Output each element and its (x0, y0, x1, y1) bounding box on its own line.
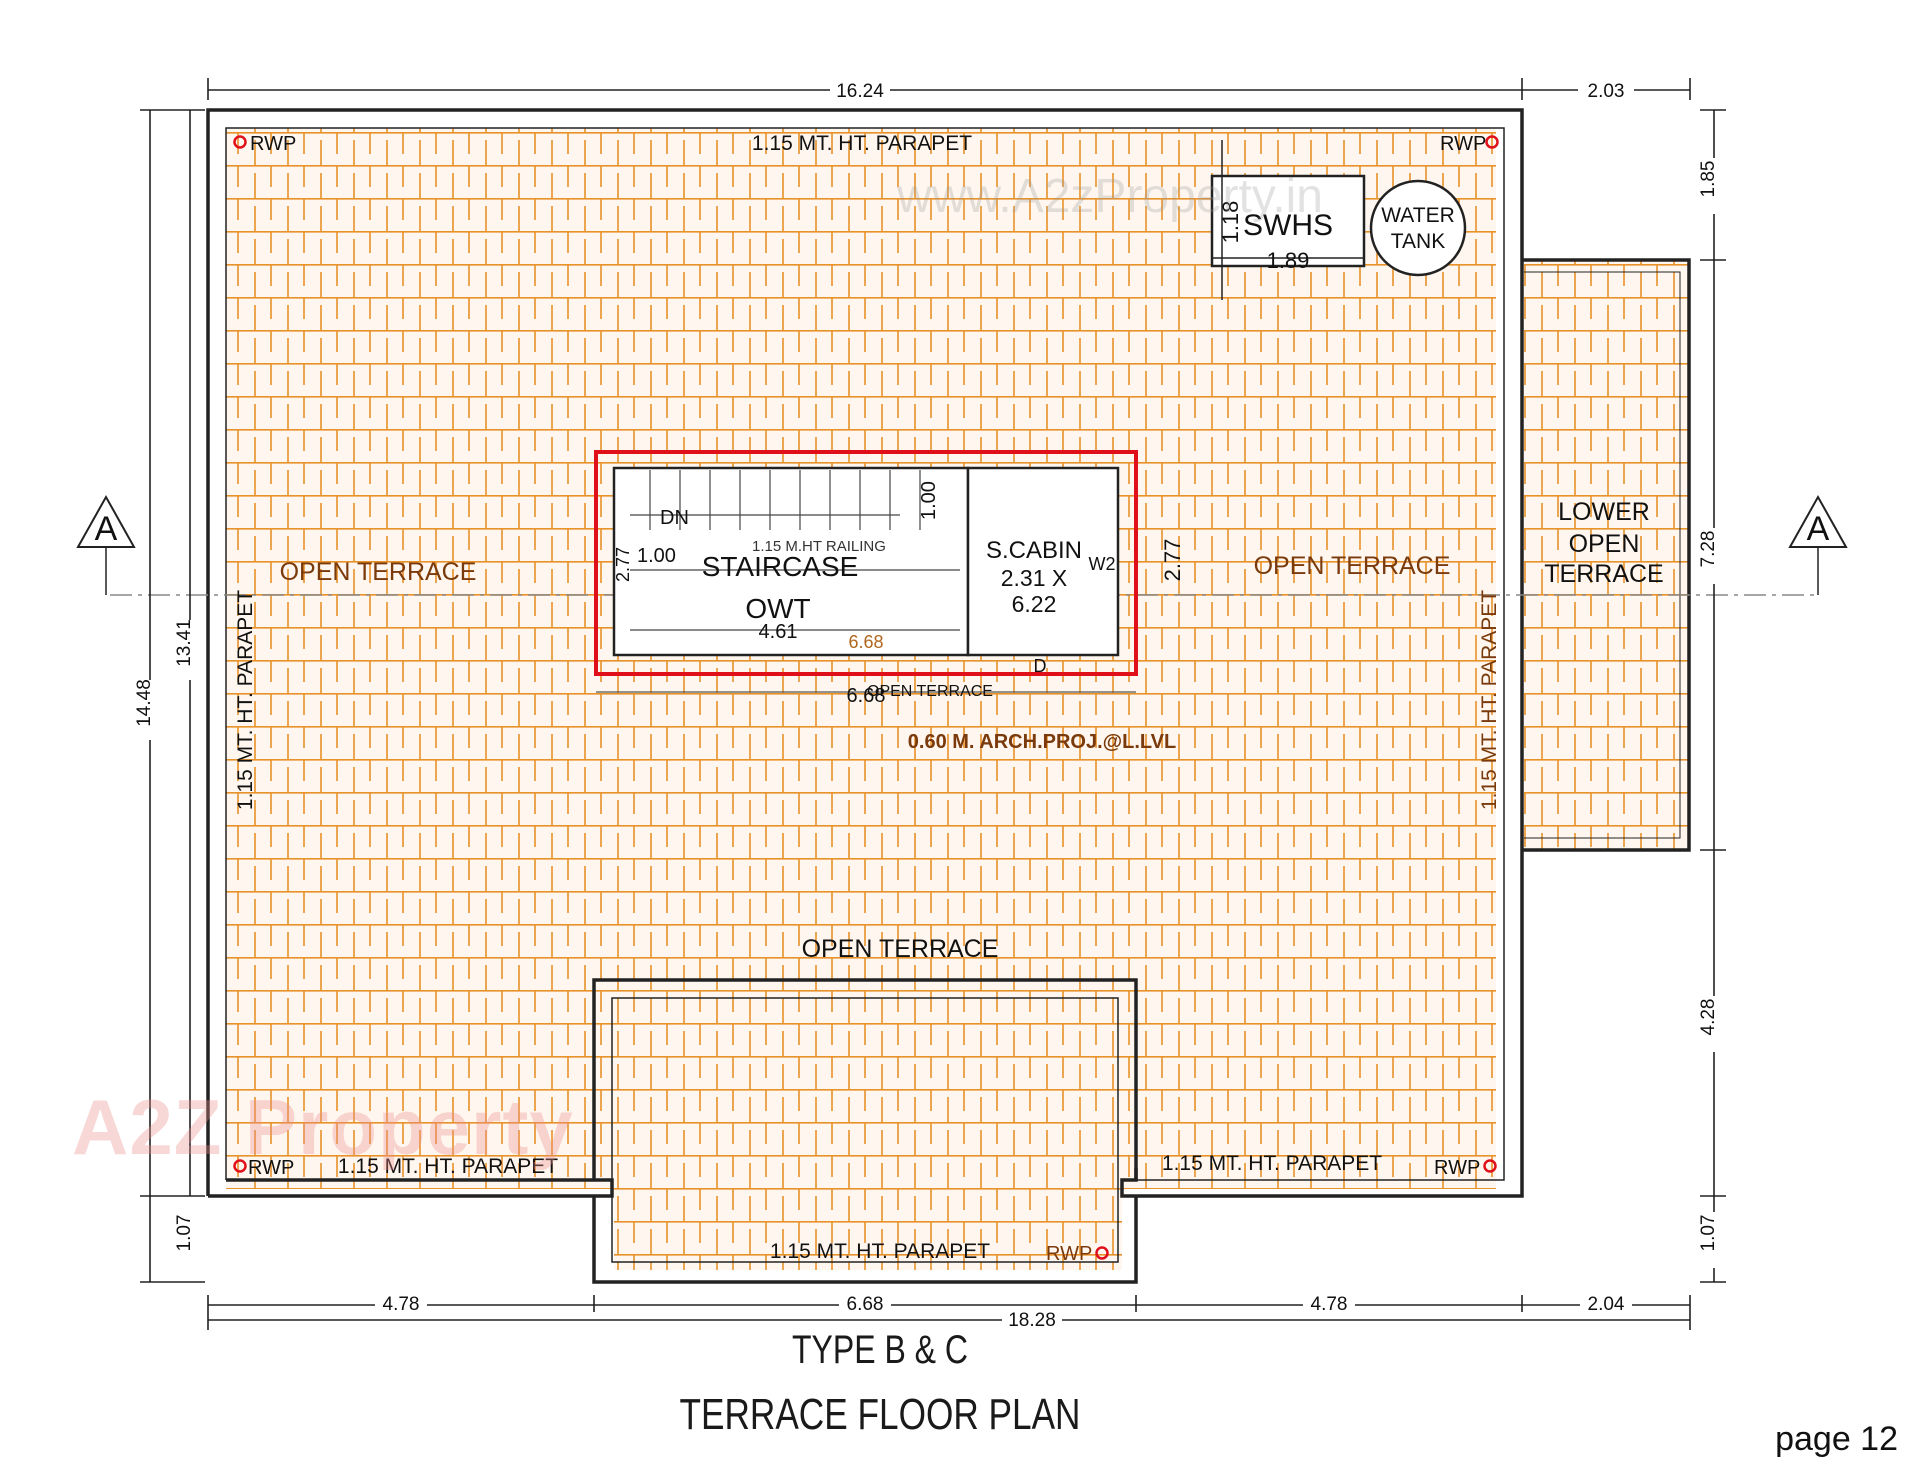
rwp-icon (1095, 1246, 1109, 1260)
page-number: page 12 (1775, 1420, 1898, 1458)
dim-bottom-2: 6.68 (847, 1294, 884, 1315)
parapet-labels: 1.15 MT. HT. PARAPET 1.15 MT. HT. PARAPE… (234, 132, 1501, 1263)
staircase-block: DN 1.15 M.HT RAILING STAIRCASE OWT 1.00 … (594, 450, 1185, 753)
section-label-right: A (1807, 510, 1830, 548)
staircase-area (612, 466, 970, 657)
brand-logo-watermark: A2Z Property (72, 1082, 574, 1173)
rwp-label: RWP (1434, 1157, 1480, 1179)
dim-left-bottom: 1.07 (174, 1215, 195, 1252)
parapet-projection: 1.15 MT. HT. PARAPET (770, 1240, 990, 1263)
rwp-markers: RWP RWP RWP RWP RWP (233, 133, 1499, 1265)
dim-bottom-total: 18.28 (1008, 1310, 1056, 1331)
projection-inner (611, 997, 1119, 1263)
parapet-right: 1.15 MT. HT. PARAPET (1478, 590, 1501, 810)
dim-2-77-a: 2.77 (613, 547, 633, 582)
owt-label: OWT (745, 593, 810, 624)
drawing-title-line-1: TYPE B & C (791, 1328, 969, 1372)
dim-right-bottom: 1.07 (1698, 1215, 1719, 1252)
rwp-icon (1485, 135, 1499, 149)
scabin-label: S.CABIN (986, 537, 1082, 564)
open-terrace-left: OPEN TERRACE (280, 558, 477, 586)
staircase-label: STAIRCASE (702, 551, 859, 582)
dim-top-main: 16.24 (836, 81, 884, 102)
projection-outer (592, 1196, 1138, 1284)
rwp-icon (233, 1159, 247, 1173)
rwp-label: RWP (250, 133, 296, 155)
stair-treads (630, 470, 960, 631)
projection-tiles (614, 998, 1122, 1270)
parapet-bottom-left: 1.15 MT. HT. PARAPET (338, 1155, 558, 1178)
railing-label: 1.15 M.HT RAILING (752, 538, 886, 555)
parapet-left: 1.15 MT. HT. PARAPET (234, 590, 257, 810)
lower-open-terrace-1: LOWER (1558, 498, 1650, 526)
water-tank-label-2: TANK (1391, 230, 1445, 253)
dim-6-68-b: 6.68 (847, 685, 886, 707)
dim-left-inner: 13.41 (174, 619, 195, 667)
dim-1-00-b: 1.00 (918, 481, 940, 520)
area-labels: OPEN TERRACE OPEN TERRACE OPEN TERRACE L… (280, 498, 1664, 963)
dim-1-00-a: 1.00 (637, 545, 676, 567)
walls (206, 108, 1691, 1284)
scabin-dim-2: 6.22 (1012, 591, 1057, 617)
dim-6-68-a: 6.68 (848, 632, 883, 652)
dn-label: DN (660, 507, 689, 529)
dim-right-mid: 7.28 (1698, 531, 1719, 568)
scabin-dim-1: 2.31 X (1001, 565, 1068, 591)
lower-open-terrace-3: TERRACE (1544, 560, 1663, 588)
dim-right-low: 4.28 (1698, 999, 1719, 1036)
projection-wall (592, 978, 1138, 1180)
swhs-box (1210, 174, 1366, 268)
tiled-floor (226, 128, 1689, 1270)
swhs-unit: SWHS 1.89 1.18 WATER TANK (1210, 140, 1467, 300)
open-terrace-right: OPEN TERRACE (1254, 552, 1451, 580)
swhs-width: 1.89 (1267, 248, 1310, 273)
dim-bottom-1: 4.78 (383, 1294, 420, 1315)
rwp-label: RWP (1046, 1243, 1092, 1265)
water-tank (1369, 179, 1467, 277)
parapet-bottom-right: 1.15 MT. HT. PARAPET (1162, 1152, 1382, 1175)
rwp-icon (233, 135, 247, 149)
lower-open-terrace-2: OPEN (1569, 530, 1640, 558)
drawing-title-line-2: TERRACE FLOOR PLAN (679, 1390, 1081, 1439)
logo-text: A2Z Property (72, 1083, 574, 1171)
watermark-url: www.A2zProperty.in (896, 170, 1323, 223)
rwp-icon (1483, 1159, 1497, 1173)
dim-bottom-4: 2.04 (1588, 1294, 1625, 1315)
water-tank-label-1: WATER (1381, 204, 1455, 227)
dim-4-61: 4.61 (759, 621, 798, 643)
lower-terrace-wall (1522, 258, 1691, 852)
dim-right-top: 1.85 (1698, 161, 1719, 198)
scabin-area (966, 466, 1120, 657)
highlight-outline (594, 450, 1138, 676)
lower-terrace-inner (1524, 271, 1681, 839)
w2-label: W2 (1089, 554, 1116, 574)
main-outer-wall (206, 108, 1524, 1198)
dim-bottom-3: 4.78 (1311, 1294, 1348, 1315)
rwp-label: RWP (248, 1157, 294, 1179)
rwp-label: RWP (1440, 133, 1486, 155)
swhs-height: 1.18 (1218, 201, 1243, 244)
parapet-top: 1.15 MT. HT. PARAPET (752, 132, 972, 155)
main-inner-wall (225, 127, 1505, 1181)
dimension-values: 16.24 2.03 14.48 13.41 1.07 1.85 7.28 4.… (134, 78, 1726, 1331)
arch-proj-label: 0.60 M. ARCH.PROJ.@L.LVL (908, 731, 1176, 753)
dim-top-side: 2.03 (1588, 81, 1625, 102)
section-label-left: A (95, 510, 118, 548)
open-terrace-small: OPEN TERRACE (867, 683, 993, 700)
dim-left-outer: 14.48 (134, 679, 155, 727)
open-terrace-bottom: OPEN TERRACE (802, 935, 999, 963)
d-label: D (1034, 656, 1047, 676)
dim-2-77-b: 2.77 (1160, 539, 1185, 582)
swhs-label: SWHS (1243, 209, 1333, 242)
lower-terrace-tiles (1524, 260, 1689, 850)
